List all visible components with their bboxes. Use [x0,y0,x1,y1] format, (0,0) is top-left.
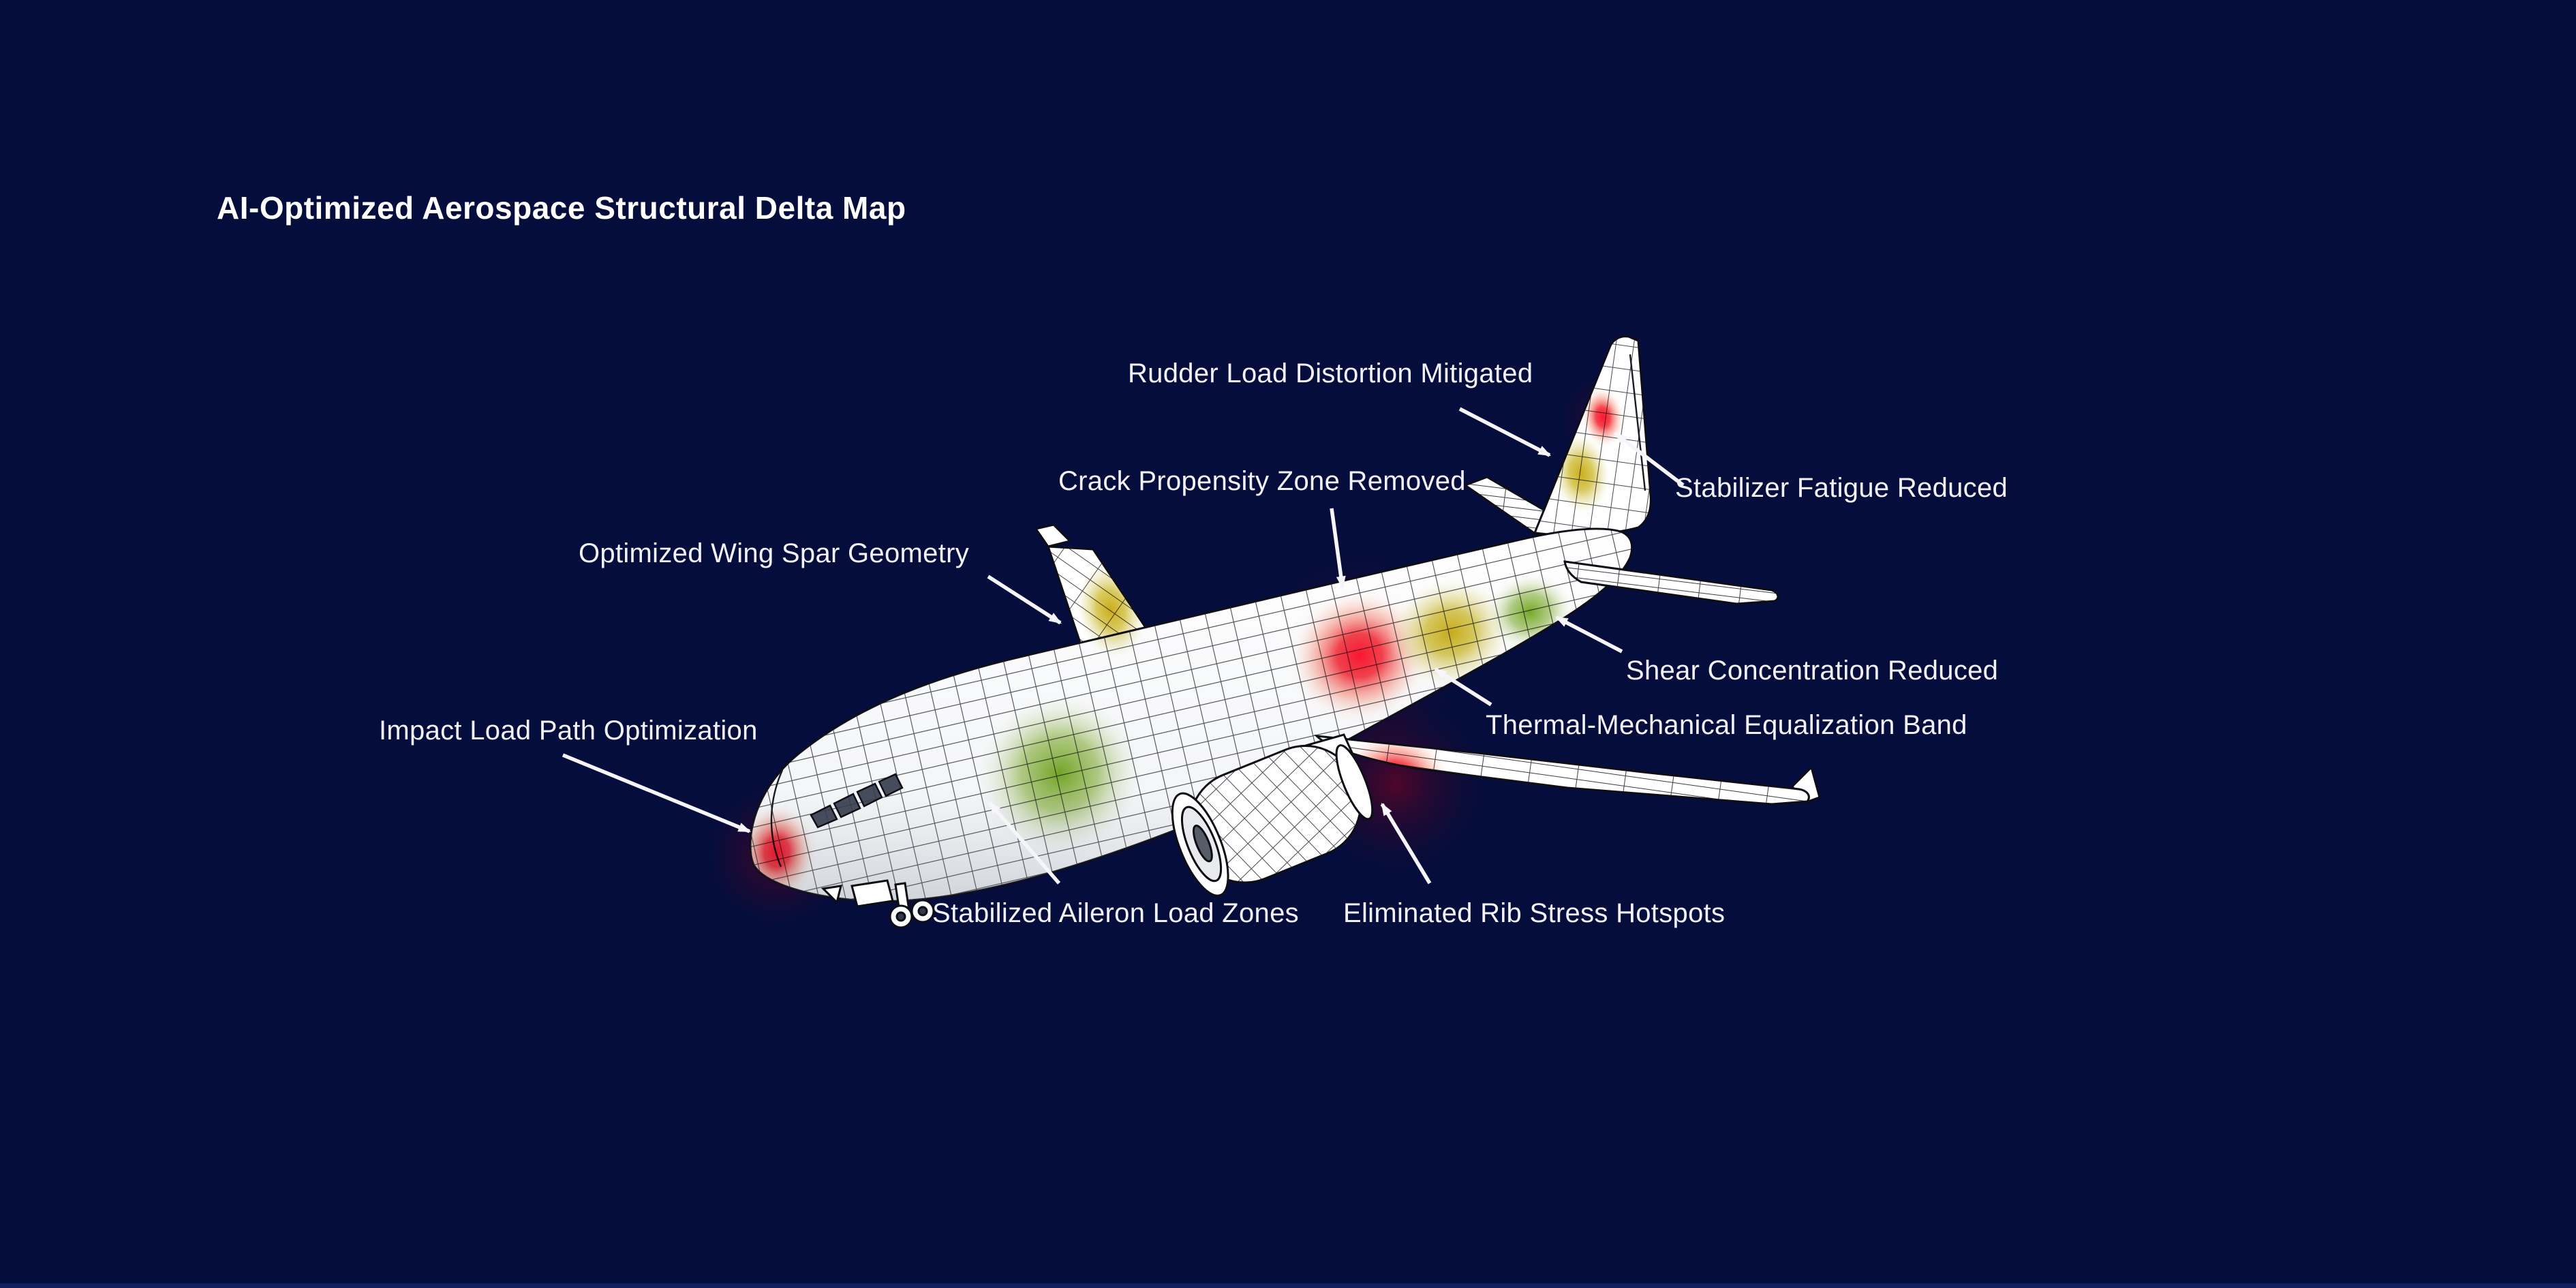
annotation-arrows [562,407,1685,885]
belly-antenna [821,885,843,904]
hotspot-forward-fuselage-green [975,691,1145,856]
annotation-rib-stress: Eliminated Rib Stress Hotspots [1343,898,1726,928]
cockpit-windows [810,773,904,829]
annotation-shear-concentration: Shear Concentration Reduced [1626,656,1999,686]
annotation-aileron-load: Stabilized Aileron Load Zones [932,898,1299,928]
annotation-impact-load-path: Impact Load Path Optimization [379,716,758,746]
arrow-impact-load-path [562,753,752,833]
bottom-edge-strip [0,1283,2576,1288]
arrow-shear-concentration [1554,615,1623,654]
arrow-thermal-mechanical [1434,667,1492,707]
engine-core [1192,825,1213,863]
arrow-rib-stress [1380,802,1432,885]
annotation-rudder-load: Rudder Load Distortion Mitigated [1128,358,1533,388]
arrow-aileron-load [987,801,1061,885]
gear-door [850,879,894,908]
engine-exhaust [1335,744,1374,821]
page-title: AI-Optimized Aerospace Structural Delta … [217,190,906,226]
hotspot-aft-fuselage-yellow [1387,576,1513,689]
annotation-stabilizer-fatigue: Stabilizer Fatigue Reduced [1675,473,2008,503]
engine-nacelle [1171,744,1374,897]
annotation-crack-propensity: Crack Propensity Zone Removed [1058,466,1466,496]
airframe [749,335,1821,929]
left-winglet [1034,523,1072,548]
arrow-stabilizer-fatigue [1614,431,1685,487]
nose-gear [850,879,935,929]
annotation-wing-spar: Optimized Wing Spar Geometry [579,538,970,568]
arrow-rudder-load [1458,407,1552,457]
arrow-wing-spar [987,574,1062,625]
arrow-crack-propensity [1330,508,1346,589]
gear-hub [917,906,928,917]
right-stabilizer [1563,560,1779,605]
annotation-thermal-mechanical: Thermal-Mechanical Equalization Band [1486,710,1967,740]
gear-hub [895,911,906,922]
rudder-hinge-line [1629,354,1646,491]
